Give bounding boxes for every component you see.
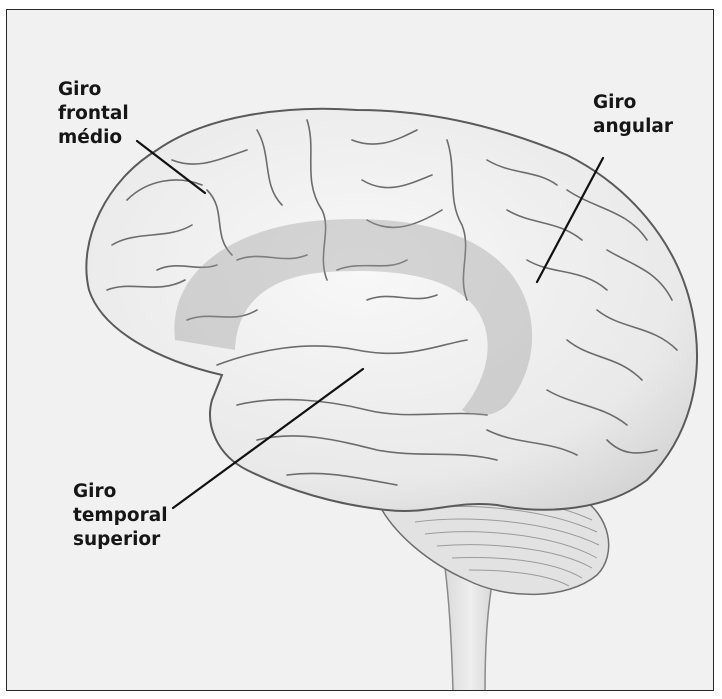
illustration-frame: Giro frontal médio Giro angular Giro tem… <box>6 9 714 691</box>
label-angular-gyrus: Giro angular <box>593 91 673 139</box>
label-superior-temporal-gyrus: Giro temporal superior <box>73 480 168 552</box>
label-middle-frontal-gyrus: Giro frontal médio <box>58 78 129 150</box>
